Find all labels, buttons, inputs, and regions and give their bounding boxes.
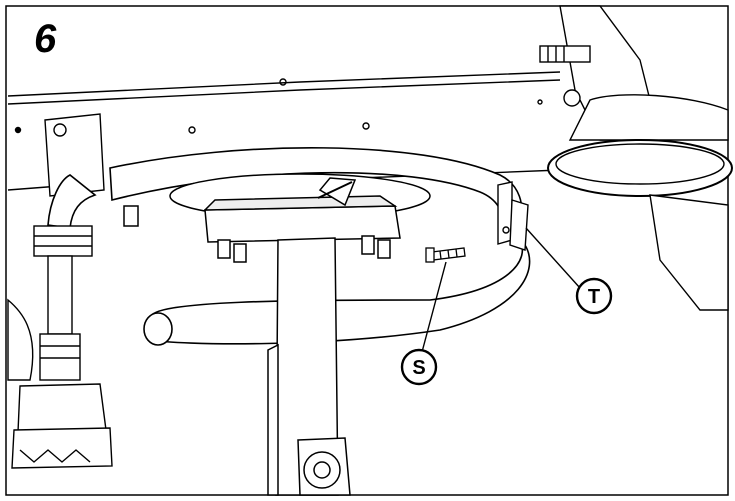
vertical-post bbox=[267, 237, 351, 496]
callout-s-label: S bbox=[412, 357, 425, 379]
left-bracket bbox=[44, 113, 105, 197]
screw bbox=[425, 247, 466, 263]
callout-t: T bbox=[575, 277, 613, 315]
leader-line-t bbox=[525, 227, 581, 289]
tube-clamp bbox=[497, 181, 529, 251]
leader-line-s bbox=[421, 261, 447, 353]
lamp-housing bbox=[539, 5, 733, 311]
mounting-plate bbox=[123, 173, 431, 263]
step-number: 6 bbox=[34, 17, 57, 61]
left-pipe-fitting bbox=[7, 225, 113, 469]
hoop-ring bbox=[143, 239, 531, 346]
callout-t-label: T bbox=[588, 286, 600, 308]
callout-s: S bbox=[400, 348, 438, 386]
frame-beam bbox=[7, 71, 561, 191]
